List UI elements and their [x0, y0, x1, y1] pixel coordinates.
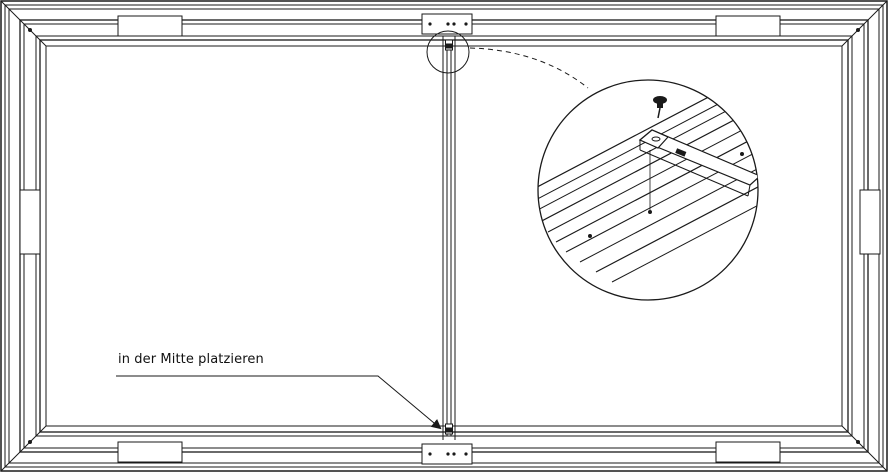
center-support-bar	[442, 36, 456, 440]
top-clips	[117, 15, 781, 37]
bottom-clips	[117, 441, 781, 463]
callout-arrow	[116, 375, 442, 430]
top-center-plate	[421, 13, 473, 35]
corner-dots	[28, 28, 860, 444]
magnifier-circle-icon	[426, 30, 470, 74]
bottom-center-plate	[421, 443, 473, 465]
side-clips	[19, 189, 881, 255]
detail-leader-dashed	[469, 47, 589, 89]
screw-icon	[653, 96, 667, 119]
zoom-detail	[537, 79, 759, 301]
callout-label: in der Mitte platzieren	[118, 352, 264, 367]
